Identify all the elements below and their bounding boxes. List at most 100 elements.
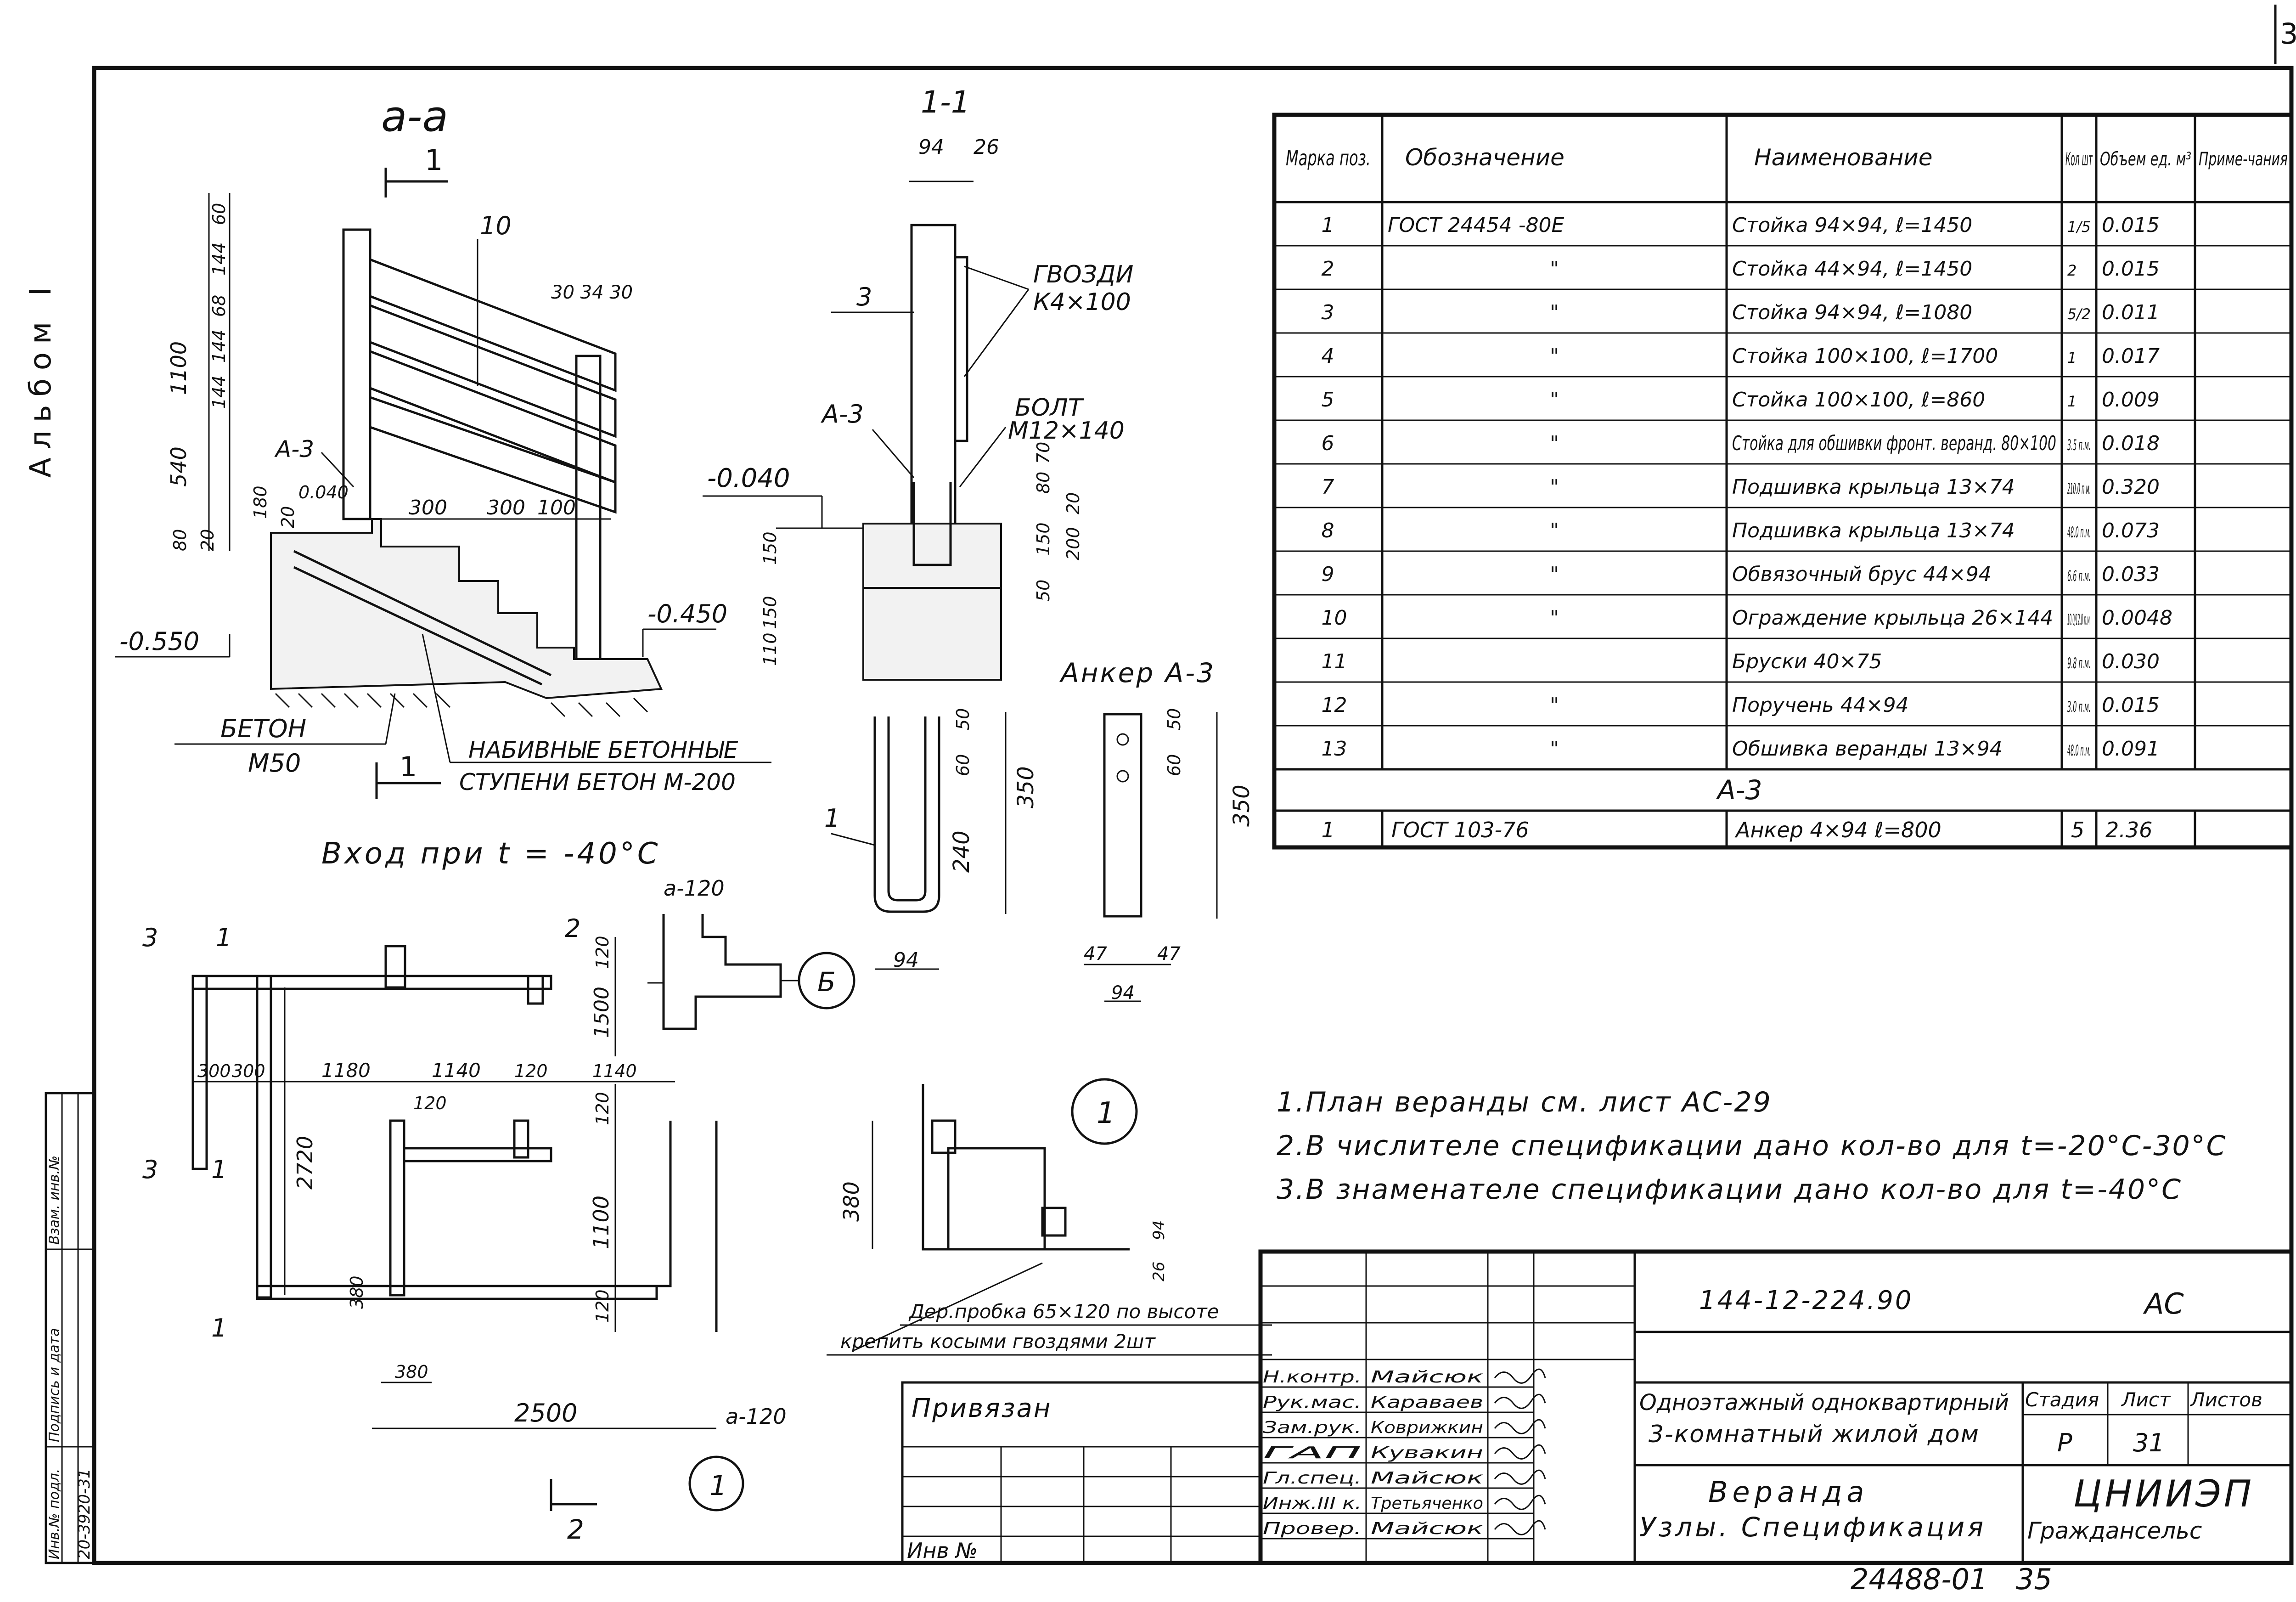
spec-a3-cell-code: ГОСТ 103-76 xyxy=(1391,818,1529,842)
sheet-line-1: Веранда xyxy=(1708,1475,1868,1509)
spec-cell-qty: 1 xyxy=(2067,393,2077,410)
section-11-a3: А-3 xyxy=(821,400,864,429)
anchor-d47b: 47 xyxy=(1157,943,1181,965)
spec-cell-vol: 0.011 xyxy=(2102,301,2160,324)
spec-cell-name: Подшивка крыльца 13×74 xyxy=(1732,475,2015,499)
spec-cell-name: Стойка для обшивки фронт. веранд. 80×100 xyxy=(1732,432,2056,455)
sheets-label: Листов xyxy=(2189,1388,2262,1411)
plan-d1140a: 1140 xyxy=(432,1059,481,1082)
dim-144b: 144 xyxy=(209,329,229,363)
bolt-label: БОЛТ xyxy=(1015,394,1085,422)
notes: 1.План веранды см. лист АС-29 2.В числит… xyxy=(1277,1086,2227,1206)
spec-cell-pos: 2 xyxy=(1322,257,1334,281)
anchor-u-outer xyxy=(873,716,940,913)
spec-cell-name: Стойка 44×94, ℓ=1450 xyxy=(1732,257,1972,281)
doc-type: АС xyxy=(2143,1287,2184,1320)
steps-label-2: СТУПЕНИ БЕТОН М-200 xyxy=(459,769,736,795)
plan-d2500: 2500 xyxy=(514,1399,577,1427)
plan-d2720: 2720 xyxy=(293,1136,317,1190)
stamp-people: Н.контр.МайсюкРук.мас.КараваевЗам.рук.Ко… xyxy=(1263,1368,1546,1538)
anchor-d50: 50 xyxy=(953,708,973,730)
dim-60: 60 xyxy=(209,203,229,225)
stamp-name: Кувакин xyxy=(1371,1444,1483,1462)
spec-header-0: Марка поз. xyxy=(1286,146,1371,170)
stamp-role: Н.контр. xyxy=(1263,1368,1362,1387)
level-0040: 0.040 xyxy=(298,482,349,502)
privyazan-label: Привязан xyxy=(912,1393,1052,1423)
anchor-d94: 94 xyxy=(893,948,919,972)
plan-label-2: 2 xyxy=(565,914,580,943)
node-1-note-2: крепить косыми гвоздями 2шт xyxy=(840,1330,1156,1353)
spec-cell-vol: 0.033 xyxy=(2102,563,2160,586)
section-11-dim94: 94 xyxy=(918,135,944,159)
anchor-d47a: 47 xyxy=(1084,943,1107,965)
spec-cell-vol: 0.320 xyxy=(2102,475,2160,499)
signature-scribble xyxy=(1494,1520,1546,1535)
plan-d300a: 300 xyxy=(197,1061,231,1081)
spec-header-2: Наименование xyxy=(1754,144,1933,171)
section-aa-cut-mark-bottom: 1 xyxy=(400,751,417,783)
anchor-d350: 350 xyxy=(1013,766,1039,808)
dim-300a: 300 xyxy=(409,496,447,519)
section-aa-a3: А-3 xyxy=(274,436,314,463)
plan-a120b: а-120 xyxy=(726,1404,787,1429)
spec-cell-pos: 9 xyxy=(1322,563,1334,586)
spec-cell-pos: 8 xyxy=(1322,519,1334,542)
node-1-post xyxy=(931,1119,957,1154)
stage-value: Р xyxy=(2057,1428,2072,1457)
spec-cell-qty: 9.8 п.м. xyxy=(2067,654,2091,672)
side-col-2: Подпись и дата xyxy=(46,1328,62,1443)
dim-20: 20 xyxy=(197,529,218,551)
spec-cell-code: ГОСТ 24454 -80Е xyxy=(1388,214,1564,237)
spec-cell-name: Стойка 94×94, ℓ=1450 xyxy=(1732,214,1972,237)
spec-cell-name: Стойка 100×100, ℓ=1700 xyxy=(1732,344,1998,368)
note-2: 2.В числителе спецификации дано кол-во д… xyxy=(1277,1130,2227,1162)
doc-code: 144-12-224.90 xyxy=(1699,1286,1913,1315)
node-1-d94: 94 xyxy=(1150,1220,1168,1240)
sheet-number: 31 xyxy=(2133,1428,2165,1457)
spec-cell-vol: 0.015 xyxy=(2102,214,2160,237)
plan-d1140b: 1140 xyxy=(592,1061,637,1081)
spec-cell-code: " xyxy=(1550,257,1559,281)
node-1-block xyxy=(947,1147,1046,1251)
anchor-title: Анкер А-3 xyxy=(1059,657,1216,688)
spec-cell-vol: 0.073 xyxy=(2102,519,2160,542)
spec-cell-name: Обвязочный брус 44×94 xyxy=(1732,563,1992,586)
spec-cell-pos: 1 xyxy=(1322,214,1334,237)
anchor-d94b: 94 xyxy=(1111,982,1135,1004)
plan-d120a: 120 xyxy=(413,1093,447,1113)
s11-dim-5: 80 xyxy=(1033,472,1053,494)
plan-d120d: 120 xyxy=(592,1092,613,1125)
anchor-d60b: 60 xyxy=(1164,754,1184,776)
stage-label: Стадия xyxy=(2025,1388,2099,1411)
section-aa: а-а 1 1100 540 80 20 60 144 xyxy=(115,92,771,871)
node-1-d380: 380 xyxy=(839,1181,864,1222)
spec-cell-pos: 10 xyxy=(1322,606,1347,630)
dim-540: 540 xyxy=(166,446,191,487)
plan-d1100: 1100 xyxy=(589,1196,613,1249)
spec-cell-qty: 3.5 п.м. xyxy=(2067,436,2091,454)
level-0450: -0.450 xyxy=(647,599,727,628)
spec-cell-name: Обшивка веранды 13×94 xyxy=(1732,737,2003,761)
axis-b-label: Б xyxy=(817,966,836,998)
s11-dim-7: 20 xyxy=(1063,492,1083,514)
node-1: 1 380 26 94 Дер.пробка 65×120 по высоте … xyxy=(827,1078,1272,1356)
node-1-wall xyxy=(922,1084,1130,1251)
plan-cut-2: 2 xyxy=(567,1514,584,1545)
spec-cell-name: Подшивка крыльца 13×74 xyxy=(1732,519,2015,542)
spec-cell-vol: 0.015 xyxy=(2102,257,2160,281)
spec-cell-pos: 7 xyxy=(1322,475,1334,499)
sheet-line-2: Узлы. Спецификация xyxy=(1639,1512,1986,1543)
anchor-pos1: 1 xyxy=(824,804,840,833)
signature-scribble xyxy=(1494,1469,1546,1485)
